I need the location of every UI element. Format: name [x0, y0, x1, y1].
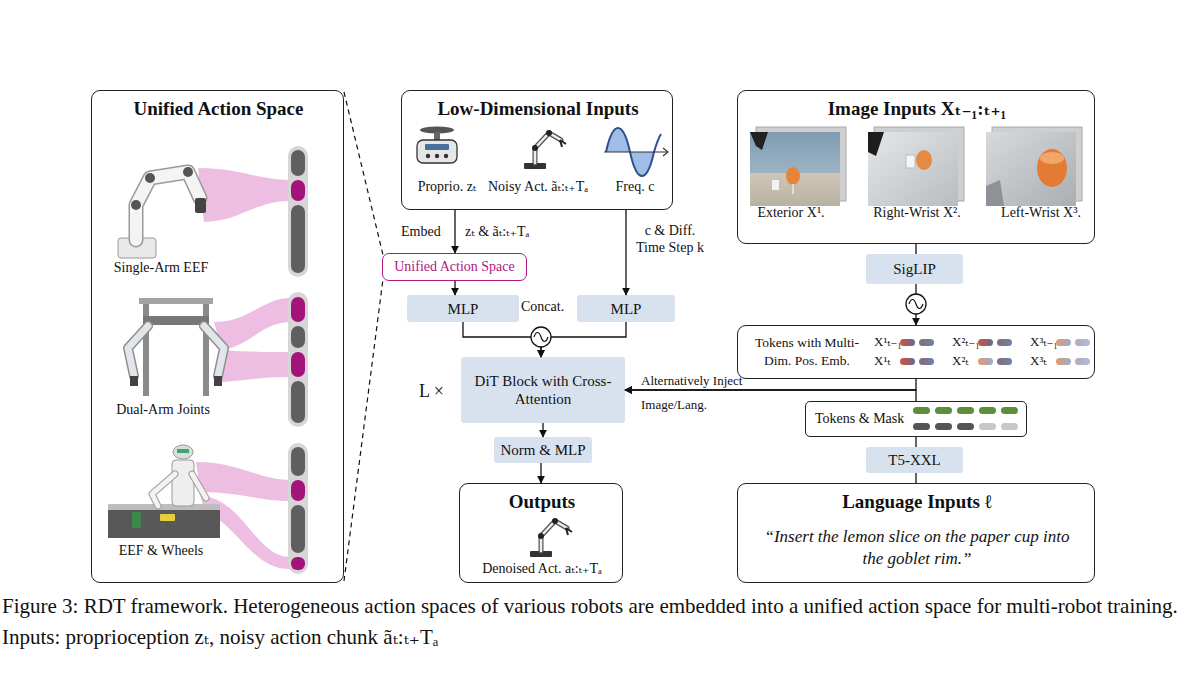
node-text: X³ₜ — [1030, 353, 1064, 369]
annotation-label: Concat. — [521, 299, 573, 316]
concat-symbol — [531, 327, 551, 347]
edge-label: Alternatively Inject Image/Lang. — [641, 369, 749, 417]
repeat-label: L × — [419, 381, 459, 403]
encoder-box: SigLIP — [866, 254, 963, 284]
node-text: Denoised Act. aₜ:ₜ₊Tₐ — [460, 561, 624, 578]
connector — [542, 423, 543, 437]
node-text: Right-Wrist X². — [867, 205, 967, 222]
connector — [541, 322, 626, 357]
node-text: Exterior X¹. — [741, 205, 841, 222]
connector — [540, 463, 541, 483]
figure-caption: Figure 3: RDT framework. Heterogeneous a… — [2, 591, 1184, 653]
input-box: Image Inputs Xₜ₋₁:ₜ₊₁ Exterior X¹. Right-W… — [737, 90, 1095, 244]
connector — [915, 473, 916, 483]
node-title: SigLIP — [893, 260, 936, 278]
node-title: T5-XXL — [888, 451, 941, 469]
mlp-box: MLP — [577, 295, 675, 322]
node-text: X¹ₜ₋₁ — [874, 334, 908, 350]
node-text: Freq. c — [605, 179, 665, 196]
node-text: Left-Wrist X³. — [991, 205, 1091, 222]
node-title: Tokens with Multi-Dim. Pos. Emb. — [742, 334, 872, 370]
dit-block: DiT Block with Cross-Attention — [461, 357, 625, 423]
node-title: Unified Action Space — [92, 98, 345, 121]
node-title: MLP — [448, 300, 479, 318]
robot-label: Single-Arm EEF — [100, 260, 222, 277]
connector — [454, 281, 455, 295]
node-title: Unified Action Space — [394, 259, 515, 276]
node-title: Outputs — [460, 491, 624, 514]
node-title: MLP — [611, 300, 642, 318]
position-embed-symbol — [906, 294, 926, 314]
zoom-lines — [344, 92, 383, 581]
connector — [915, 244, 916, 254]
input-box: Language Inputs ℓ “Insert the lemon slice… — [737, 483, 1095, 583]
node-text: Noisy Act. ãₜ:ₜ₊Tₐ — [483, 179, 593, 196]
mask-box: Tokens & Mask — [805, 401, 1027, 437]
node-title: Tokens & Mask — [815, 411, 915, 428]
output-box: OutputsDenoised Act. aₜ:ₜ₊Tₐ — [459, 483, 623, 583]
token-box: Tokens with Multi-Dim. Pos. Emb.X¹ₜ₋₁ X²ₜ… — [737, 325, 1095, 379]
node-text: X²ₜ — [952, 353, 986, 369]
node-text: X³ₜ₋₁ — [1030, 334, 1064, 350]
robot-label: Dual-Arm Joints — [98, 402, 228, 419]
robot-label: EEF & Wheels — [100, 543, 222, 560]
node-text: Proprio. zₜ — [402, 179, 492, 196]
node-title: Norm & MLP — [500, 441, 585, 459]
edge-label: c & Diff. Time Step k — [631, 223, 709, 257]
panel-box: Unified Action Space — [91, 90, 344, 583]
connector — [625, 210, 626, 295]
input-box: Low-Dimensional InputsProprio. zₜNoisy A… — [401, 90, 673, 210]
connector — [915, 437, 916, 447]
node-title: Image Inputs Xₜ₋₁:ₜ₊₁ — [738, 98, 1096, 121]
node-title: DiT Block with Cross-Attention — [467, 372, 619, 408]
embed-box: Unified Action Space — [382, 253, 527, 281]
encoder-box: T5-XXL — [866, 447, 963, 473]
connector — [454, 210, 455, 253]
node-text: “Insert the lemon slice on the paper cup… — [757, 526, 1077, 570]
connector — [915, 284, 916, 325]
norm-box: Norm & MLP — [494, 437, 592, 463]
node-title: Language Inputs ℓ — [738, 491, 1096, 514]
node-text: X²ₜ₋₁ — [952, 334, 986, 350]
mlp-box: MLP — [407, 295, 519, 322]
connector — [463, 322, 541, 357]
annotation-label: Embed — [401, 224, 461, 241]
node-text: X¹ₜ — [874, 353, 908, 369]
edge-label: zₜ & ãₜ:ₜ₊Tₐ — [465, 224, 560, 241]
node-title: Low-Dimensional Inputs — [402, 98, 674, 121]
